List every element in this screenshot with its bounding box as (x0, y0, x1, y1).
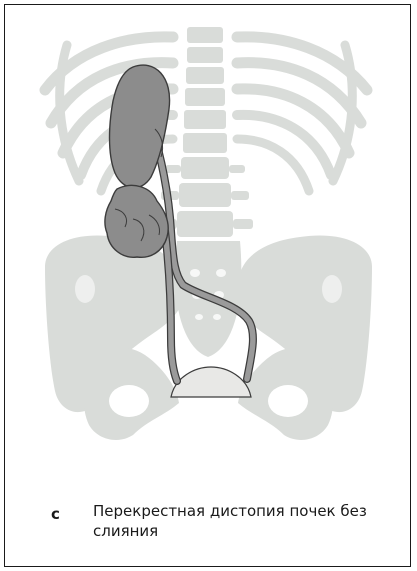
figure-frame: c Перекрестная дистопия почек без слияни… (4, 4, 411, 567)
lower-kidney (105, 185, 168, 257)
anatomy-illustration (5, 5, 412, 475)
pelvis (45, 235, 372, 439)
panel-letter: c (51, 504, 60, 524)
caption-text: Перекрестная дистопия почек без слияния (93, 501, 383, 541)
bladder (171, 367, 251, 397)
